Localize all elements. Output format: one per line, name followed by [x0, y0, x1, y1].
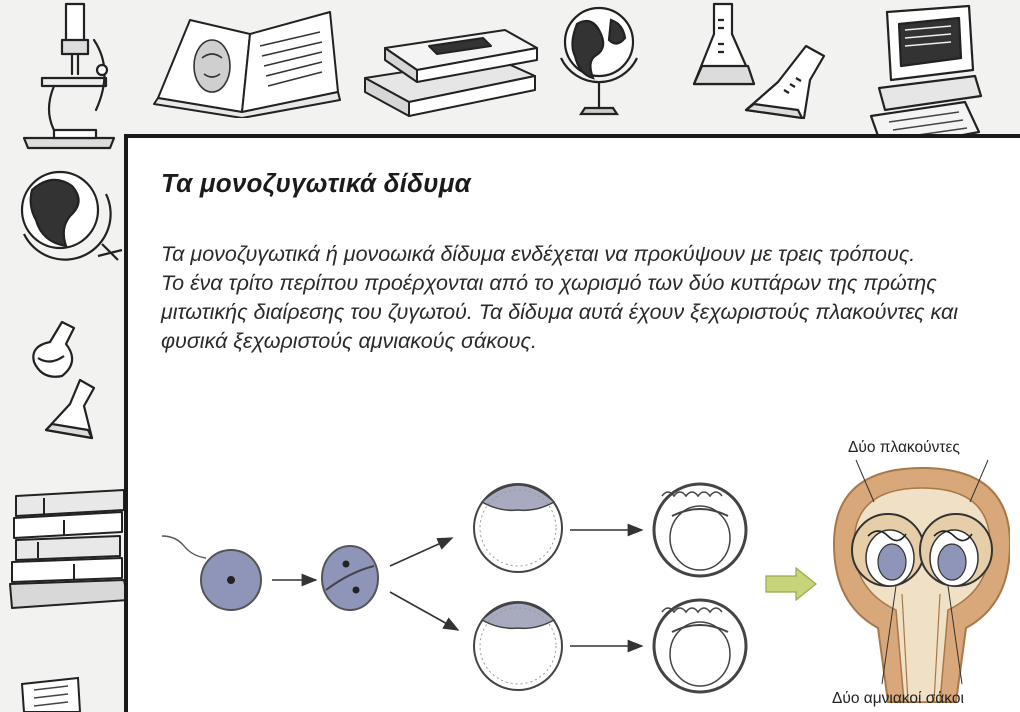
arrow-2a — [389, 537, 454, 567]
blastocyst-upper — [473, 483, 563, 573]
open-book-icon — [20, 676, 82, 712]
flask-icon — [692, 2, 756, 86]
implanted-embryo-upper — [652, 482, 748, 578]
flask-icon — [32, 320, 96, 440]
open-book-icon — [153, 11, 341, 118]
body-text: Τα μονοζυγωτικά ή μονοωικά δίδυμα ενδέχε… — [161, 240, 981, 356]
blastocyst-lower — [473, 601, 563, 691]
stacked-books-icon — [9, 489, 128, 609]
paragraph-detail: Το ένα τρίτο περίπου προέρχονται από το … — [161, 271, 959, 353]
twin-development-diagram — [161, 459, 1010, 703]
globe-icon — [20, 170, 123, 261]
microscope-icon — [22, 2, 116, 150]
two-cell-stage — [321, 545, 379, 611]
label-two-amniotic-sacs: Δύο αμνιακοί σάκοι — [832, 690, 964, 707]
conical-flask-icon — [744, 44, 826, 120]
arrow-2b — [389, 591, 460, 631]
computer-icon — [869, 4, 983, 152]
transition-arrow — [765, 566, 817, 602]
implanted-embryo-lower — [652, 598, 748, 694]
label-two-placentas: Δύο πλακούντες — [848, 439, 960, 456]
zygote-cell — [200, 549, 262, 611]
paragraph-intro: Τα μονοζυγωτικά ή μονοωικά δίδυμα ενδέχε… — [161, 242, 916, 266]
sperm-icon — [161, 535, 207, 559]
globe-icon — [560, 6, 638, 116]
stacked-books-icon — [364, 29, 538, 117]
page-title: Τα μονοζυγωτικά δίδυμα — [161, 168, 471, 198]
twins-in-uterus — [832, 459, 1010, 703]
